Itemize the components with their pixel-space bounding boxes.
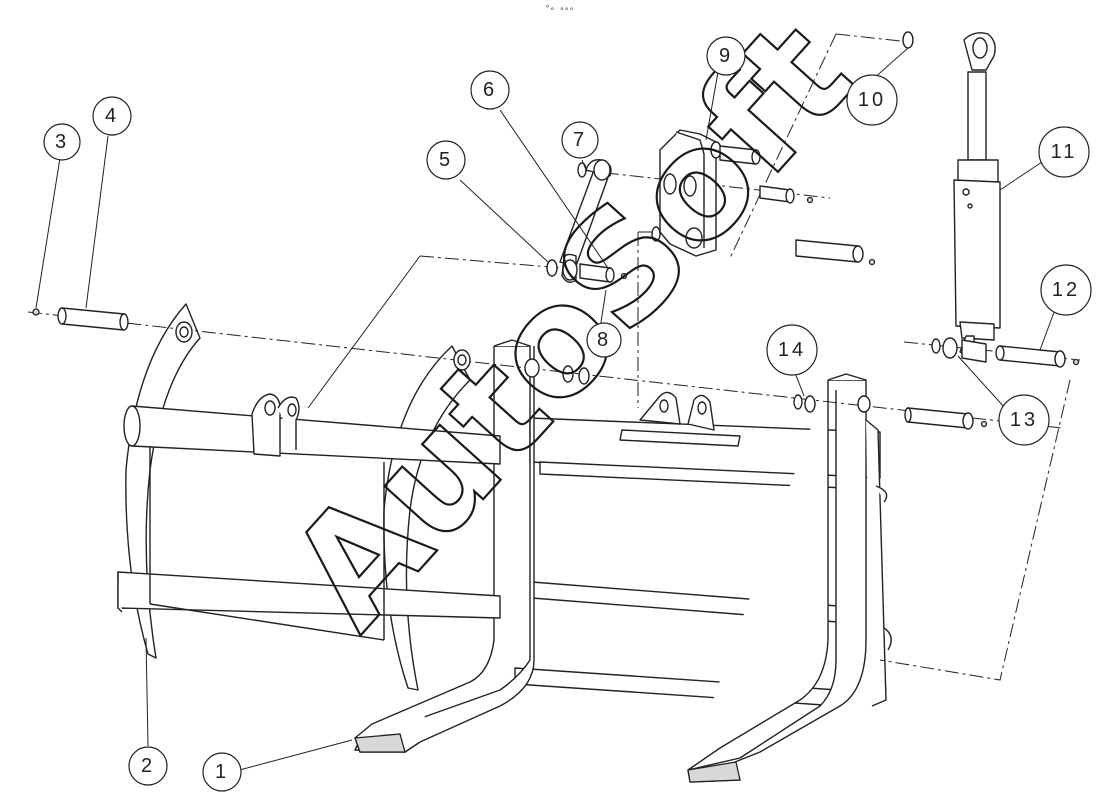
callout-8: 8 <box>586 322 622 358</box>
bushing-13 <box>931 337 958 359</box>
callout-4: 4 <box>92 96 132 136</box>
callout-1: 1 <box>202 752 242 792</box>
header-mark: ᵒₒ ₒₒₒ <box>545 3 574 12</box>
svg-text:11: 11 <box>1051 141 1078 163</box>
svg-text:13: 13 <box>1010 409 1038 431</box>
callout-11: 11 <box>1038 126 1090 178</box>
grease-nipple-3 <box>32 308 40 316</box>
callout-3: 3 <box>43 123 81 161</box>
pin-12 <box>995 345 1080 368</box>
pin-right <box>904 407 988 430</box>
svg-text:9: 9 <box>719 45 733 67</box>
svg-text:14: 14 <box>778 339 806 361</box>
link-arm-6 <box>559 159 612 283</box>
svg-text:10: 10 <box>858 89 886 111</box>
svg-text:1: 1 <box>215 761 229 783</box>
rocker-plates-9 <box>651 129 876 266</box>
clip-10 <box>902 31 914 49</box>
callout-9: 9 <box>706 36 746 76</box>
callout-12: 12 <box>1040 264 1092 316</box>
bushing-5 <box>546 259 628 283</box>
svg-text:4: 4 <box>105 105 119 127</box>
grapple-cage <box>117 303 501 691</box>
pin-7 <box>577 162 587 178</box>
svg-text:6: 6 <box>483 79 497 101</box>
callout-7: 7 <box>561 121 599 159</box>
washers-14 <box>793 394 816 413</box>
washers-8 <box>562 365 590 385</box>
fork-frame <box>354 339 892 783</box>
callout-6: 6 <box>470 70 510 110</box>
cylinder-11 <box>953 32 1001 363</box>
callout-2: 2 <box>128 746 168 786</box>
callout-5: 5 <box>426 140 466 180</box>
frame-lugs <box>619 391 741 447</box>
svg-text:2: 2 <box>141 755 155 777</box>
svg-text:5: 5 <box>439 149 453 171</box>
callout-14: 14 <box>766 324 818 376</box>
boss-left <box>175 321 871 413</box>
callout-10: 10 <box>846 74 898 126</box>
svg-text:8: 8 <box>597 329 611 351</box>
svg-text:3: 3 <box>55 131 69 153</box>
pin-4 <box>57 307 129 331</box>
svg-text:7: 7 <box>573 129 587 151</box>
svg-text:12: 12 <box>1052 279 1080 301</box>
callout-13: 13 <box>998 394 1050 446</box>
